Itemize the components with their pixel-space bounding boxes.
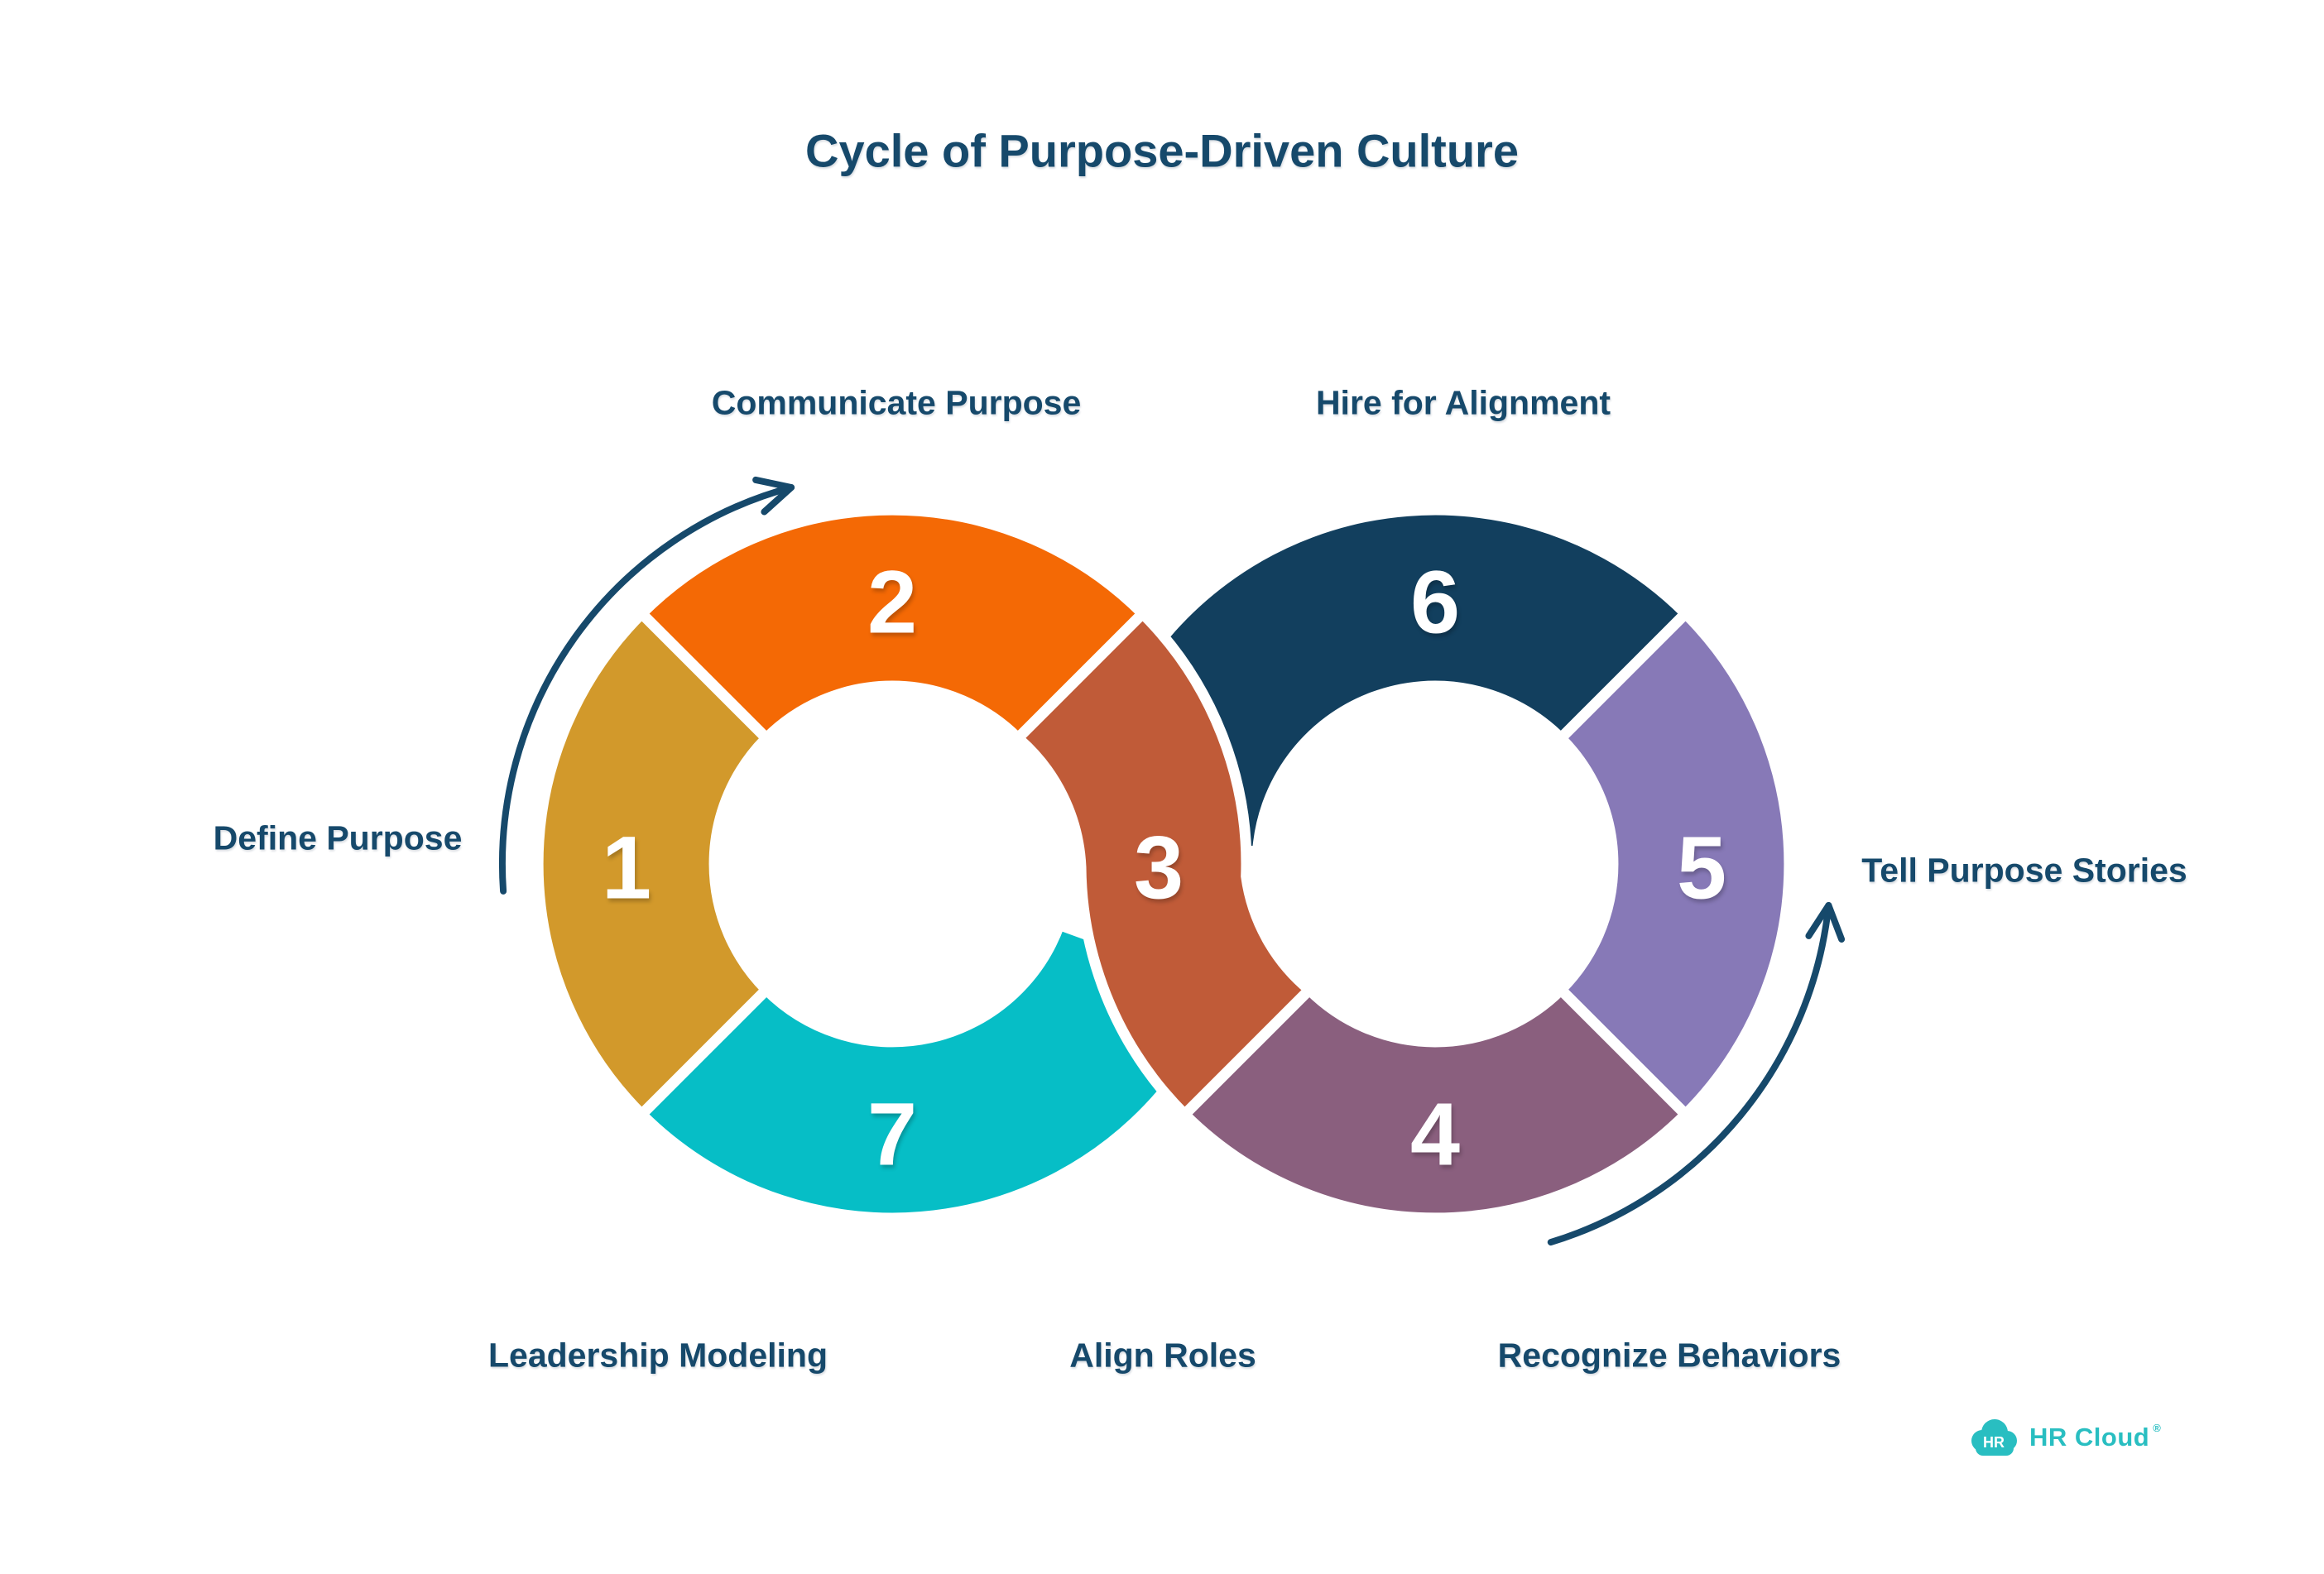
cycle-arrow-left-curve: [498, 484, 795, 895]
registered-trademark: ®: [2153, 1422, 2161, 1434]
hr-cloud-logo-cloud-icon: HR: [1971, 1419, 2017, 1456]
donut-hole-left: [716, 688, 1068, 1040]
segment-4: [1177, 981, 1693, 1224]
segment-number-3: 3: [1133, 817, 1184, 918]
cycle-arrow-right: [1547, 902, 1846, 1246]
cycle-arrow-left-head-icon: [752, 476, 795, 516]
segment-3: [1010, 606, 1318, 1122]
label-leadership-modeling: Leadership Modeling: [487, 1336, 828, 1375]
donut-hole-right: [1259, 688, 1611, 1040]
segment-2: [634, 504, 1150, 746]
cycle-arrow-right-head-icon: [1805, 902, 1846, 943]
segment-1: [532, 606, 775, 1122]
segment-number-7: 7: [867, 1083, 918, 1184]
label-tell-purpose-stories: Tell Purpose Stories: [1861, 851, 2187, 890]
segment-number-6: 6: [1409, 551, 1461, 652]
cycle-arrow-right-curve: [1547, 902, 1832, 1246]
segment-5: [1553, 606, 1795, 1122]
hr-cloud-brand-text: HR Cloud: [2029, 1423, 2150, 1452]
segment-number-1: 1: [601, 817, 652, 918]
cycle-arrow-left: [498, 476, 795, 895]
hr-badge-text: HR: [1983, 1434, 2005, 1451]
label-recognize-behaviors: Recognize Behaviors: [1497, 1336, 1841, 1375]
segment-number-2: 2: [867, 551, 918, 652]
page-title: Cycle of Purpose-Driven Culture: [805, 124, 1519, 177]
segment-number-5: 5: [1676, 817, 1727, 918]
label-define-purpose: Define Purpose: [213, 818, 463, 857]
label-hire-for-alignment: Hire for Alignment: [1315, 383, 1611, 422]
hr-cloud-logo: HR HR Cloud ®: [1968, 1417, 2161, 1458]
segment-number-4: 4: [1409, 1083, 1461, 1184]
label-align-roles: Align Roles: [1069, 1336, 1256, 1375]
label-communicate-purpose: Communicate Purpose: [711, 383, 1082, 422]
